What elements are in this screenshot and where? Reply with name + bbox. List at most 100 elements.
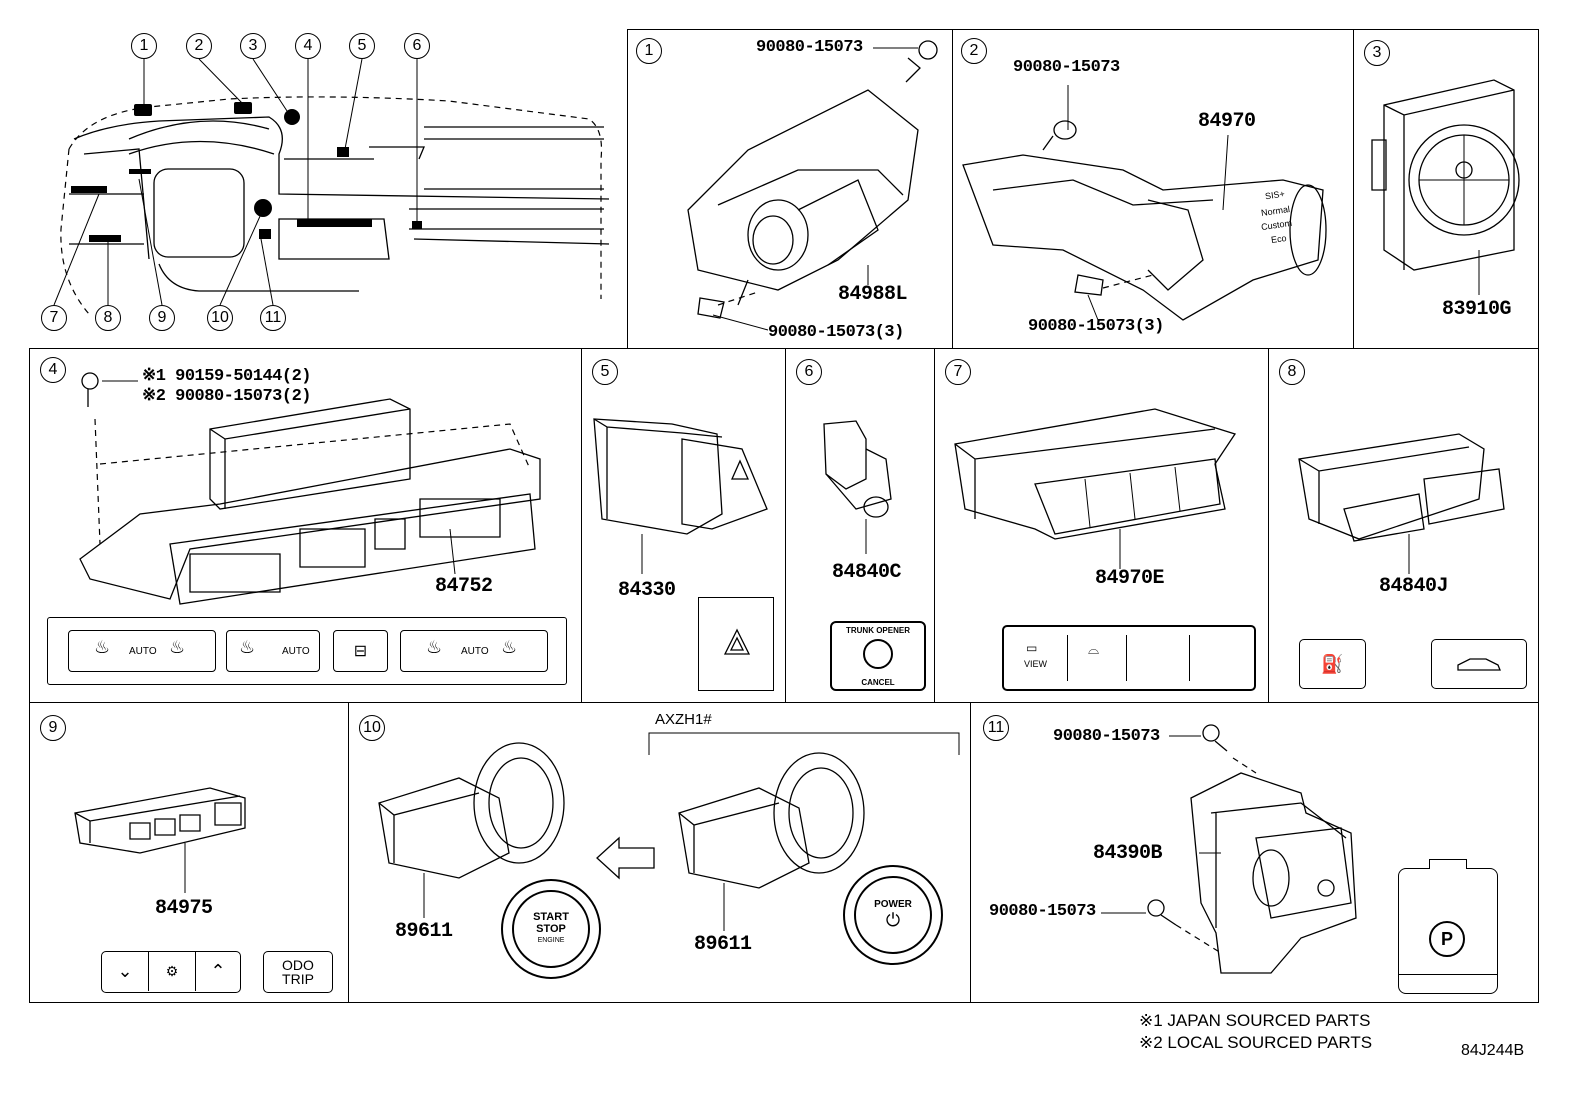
panel-1-screw-bottom[interactable]: 90080-15073(3): [768, 323, 904, 342]
callout-3[interactable]: 3: [240, 33, 266, 59]
parking-brake-icon: P: [1429, 921, 1465, 957]
panel-10-part-number-left[interactable]: 89611: [395, 920, 453, 943]
trunk-opener-label: TRUNK OPENER: [845, 626, 910, 635]
panel-11-screw-bottom[interactable]: 90080-15073: [989, 902, 1096, 921]
panel-3-number: 3: [1364, 40, 1390, 66]
seat-heater-rear-group: ♨ AUTO: [226, 630, 320, 672]
panel-11-part-number[interactable]: 84390B: [1093, 842, 1163, 865]
seat-heater-rear-icon[interactable]: ♨: [239, 637, 256, 657]
panel-2-part-number[interactable]: 84970: [1198, 110, 1256, 133]
callout-11[interactable]: 11: [260, 305, 286, 331]
start-label: START: [533, 911, 569, 923]
trip-label: TRIP: [282, 971, 314, 987]
panel-5: 5 84330: [581, 348, 786, 703]
seat-heater-right-icon[interactable]: ♨: [426, 637, 443, 657]
panel-10-number: 10: [359, 715, 385, 741]
seat-heater-button-strip: ♨ AUTO ♨ ♨ AUTO ⊟ ♨ AUTO ♨: [47, 617, 567, 685]
multi-switch-drawing: [935, 349, 1270, 704]
seat-ventilation-left-icon[interactable]: ♨: [169, 637, 186, 657]
panel-4-part-number[interactable]: 84752: [435, 575, 493, 598]
panel-4: 4 ※1 90159-50144(2) ※2 90080-15073(2) 84…: [29, 348, 582, 703]
callout-9[interactable]: 9: [149, 305, 175, 331]
panel-11: 11 90080-15073 84390B 90080-15073 P: [970, 702, 1539, 1003]
fuel-trunk-switch-drawing: [1269, 349, 1540, 704]
seat-heater-right-group: ♨ AUTO ♨: [400, 630, 548, 672]
callout-10[interactable]: 10: [207, 305, 233, 331]
panel-9-number: 9: [40, 715, 66, 741]
panel-9-part-number[interactable]: 84975: [155, 897, 213, 920]
callout-7[interactable]: 7: [41, 305, 67, 331]
power-icon: ⏻: [885, 910, 901, 930]
panel-6: 6 84840C TRUNK OPENER CANCEL: [785, 348, 935, 703]
power-button-face[interactable]: POWER ⏻: [843, 865, 943, 965]
panel-2-screw-bottom[interactable]: 90080-15073(3): [1028, 317, 1164, 336]
dashboard-overview: 1 2 3 4 5 6 7 8 9 10 11: [29, 29, 627, 349]
panel-1: 1 90080-15073 84988L 90080-15073(3): [627, 29, 953, 349]
camera-view-icon: ▭: [1026, 641, 1038, 655]
panel-3-part-number[interactable]: 83910G: [1442, 298, 1512, 321]
meter-down-button[interactable]: ⌄: [102, 952, 149, 991]
odo-label: ODO: [282, 957, 314, 973]
panel-6-part-number[interactable]: 84840C: [832, 561, 902, 584]
panel-8-part-number[interactable]: 84840J: [1379, 575, 1449, 598]
trunk-opener-button[interactable]: [863, 639, 893, 669]
panel-1-part-number[interactable]: 84988L: [838, 283, 908, 306]
panel-10: 10 AXZH1# 89611 89611 START STOP ENGINE …: [348, 702, 971, 1003]
panel-2-screw-top[interactable]: 90080-15073: [1013, 58, 1120, 77]
panel-10-part-number-right[interactable]: 89611: [694, 933, 752, 956]
odo-trip-button[interactable]: ODO TRIP: [263, 951, 333, 993]
panel-4-number: 4: [40, 357, 66, 383]
multi-switch-button-face: ▭ VIEW ⌓: [1002, 625, 1256, 691]
panel-3: 3 83910G: [1353, 29, 1539, 349]
panel-9: 9 84975 ⌄ ⚙ ⌃ ODO TRIP: [29, 702, 349, 1003]
auto-label-2[interactable]: AUTO: [282, 646, 310, 657]
hazard-switch-drawing: [582, 349, 787, 704]
callout-1[interactable]: 1: [131, 33, 157, 59]
panel-7: 7 84970E ▭ VIEW ⌓: [934, 348, 1269, 703]
panel-7-part-number[interactable]: 84970E: [1095, 567, 1165, 590]
seat-heater-left-group: ♨ AUTO ♨: [68, 630, 216, 672]
callout-6[interactable]: 6: [404, 33, 430, 59]
hazard-triangle-icon[interactable]: [699, 598, 775, 692]
seat-heater-left-icon[interactable]: ♨: [94, 637, 111, 657]
meter-config-button[interactable]: ⚙: [149, 952, 196, 991]
auto-label-3[interactable]: AUTO: [461, 646, 489, 657]
meter-control-switch-drawing: [30, 703, 350, 1004]
footnote-japan-sourced[interactable]: ※1 JAPAN SOURCED PARTS: [1139, 1011, 1371, 1030]
footnote-local-sourced[interactable]: ※2 LOCAL SOURCED PARTS: [1139, 1033, 1373, 1052]
blank-button-2[interactable]: [1192, 635, 1247, 681]
trunk-cancel-label: CANCEL: [861, 678, 895, 687]
callout-5[interactable]: 5: [349, 33, 375, 59]
panel-4-note-2[interactable]: ※2 90080-15073(2): [142, 387, 311, 406]
callout-4[interactable]: 4: [295, 33, 321, 59]
engine-start-switch-drawing: [349, 703, 972, 1004]
panel-8: 8 84840J ⛽: [1268, 348, 1539, 703]
seat-ventilation-right-icon[interactable]: ♨: [501, 637, 518, 657]
rear-defog-button[interactable]: ⊟: [333, 630, 388, 672]
fuel-door-button[interactable]: ⛽: [1299, 639, 1366, 689]
windshield-deicer-button[interactable]: ⌓: [1070, 635, 1127, 681]
parking-brake-button-face[interactable]: P: [1398, 859, 1498, 994]
view-label: VIEW: [1024, 659, 1048, 669]
car-trunk-icon: [1457, 658, 1501, 671]
meter-up-button[interactable]: ⌃: [210, 961, 226, 981]
blank-button-1[interactable]: [1129, 635, 1190, 681]
callout-8[interactable]: 8: [95, 305, 121, 331]
auto-label-1[interactable]: AUTO: [129, 646, 157, 657]
diagram-id[interactable]: 84J244B: [1461, 1042, 1525, 1059]
panel-1-screw-top[interactable]: 90080-15073: [756, 38, 863, 57]
variant-label[interactable]: AXZH1#: [655, 711, 712, 728]
view-button[interactable]: ▭ VIEW: [1012, 635, 1068, 681]
windshield-icon: ⌓: [1088, 641, 1100, 657]
panel-5-part-number[interactable]: 84330: [618, 579, 676, 602]
power-inner-ring: POWER ⏻: [854, 876, 932, 954]
power-label: POWER: [874, 899, 912, 910]
start-stop-button-face[interactable]: START STOP ENGINE: [501, 879, 601, 979]
panel-11-screw-top[interactable]: 90080-15073: [1053, 727, 1160, 746]
seat-heater-switch-drawing: [30, 349, 583, 704]
callout-2[interactable]: 2: [186, 33, 212, 59]
clock-drawing: [1354, 30, 1540, 350]
trunk-button[interactable]: [1431, 639, 1527, 689]
panel-4-note-1[interactable]: ※1 90159-50144(2): [142, 367, 311, 386]
start-stop-inner-ring: START STOP ENGINE: [512, 890, 590, 968]
